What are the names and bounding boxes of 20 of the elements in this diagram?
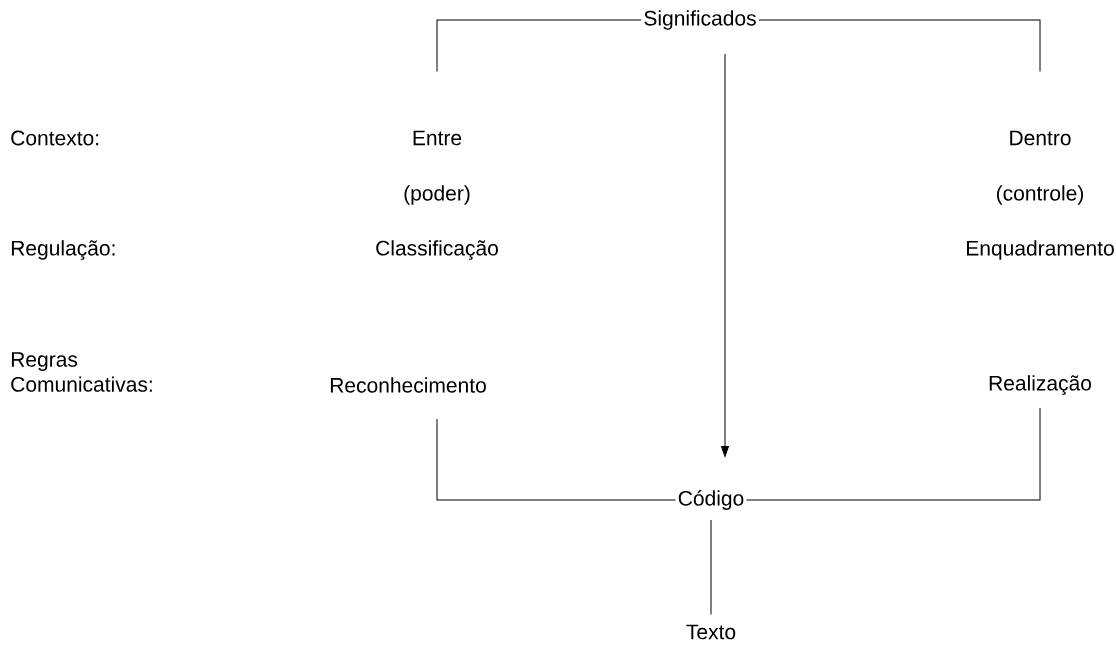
row-label: Regras Comunicativas: [11, 352, 152, 392]
row-label: Regulação: [11, 240, 115, 260]
node-label: Dentro [1010, 130, 1071, 146]
row-label: (controle) [996, 185, 1084, 205]
row-label: Contexto: [11, 130, 99, 146]
row-label: Enquadramento [967, 240, 1114, 260]
node-label: Realização [989, 375, 1092, 395]
connector-line [758, 19, 1041, 72]
node-label: Código [678, 490, 744, 510]
row-label: (poder) [404, 185, 470, 205]
connector-line [710, 519, 712, 615]
arrow [721, 53, 729, 457]
connector-line [746, 407, 1041, 501]
connector-line [436, 418, 677, 501]
node-label: Entre [413, 130, 462, 146]
node-label: Significados [644, 10, 756, 30]
node-label: Texto [686, 624, 736, 640]
row-label: Classificação [376, 240, 498, 260]
connector-line [436, 19, 642, 72]
node-label: Reconhecimento [330, 377, 486, 393]
